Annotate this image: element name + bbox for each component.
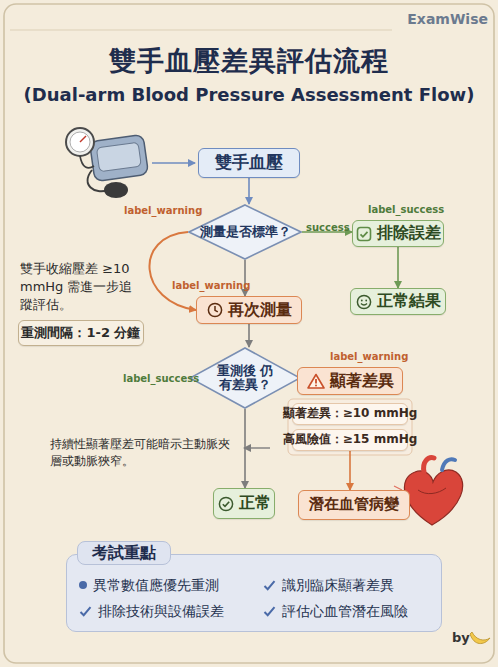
panel-item: 識別臨床顯著差異 xyxy=(263,577,394,593)
panel-item: 異常數值應優先重測 xyxy=(79,577,219,593)
summary-panel: 考試重點異常數值應優先重測識別臨床顯著差異排除技術與設備誤差評估心血管潛在風險 xyxy=(66,554,442,632)
header-rule xyxy=(10,30,392,31)
node-text: 正常結果 xyxy=(377,292,441,310)
panel-item: 評估心血管潛在風險 xyxy=(263,603,408,619)
node-icon xyxy=(356,226,372,242)
panel-heading: 考試重點 xyxy=(77,541,171,565)
node-text: 正常 xyxy=(239,494,271,512)
process-box: 正常 xyxy=(213,488,275,519)
sphygmomanometer-illustration xyxy=(66,128,149,198)
flow-connector xyxy=(244,409,246,488)
note-label: ExamWise xyxy=(396,11,488,29)
node-text: 排除誤差 xyxy=(377,224,441,242)
panel-item-text: 異常數值應優先重測 xyxy=(93,577,219,593)
flow-connector xyxy=(248,178,250,204)
diagram-title: 雙手血壓差異評估流程 xyxy=(0,44,498,78)
decision-text: 重測後 仍有差異？ xyxy=(212,364,278,393)
panel-item-text: 識別臨床顯著差異 xyxy=(282,577,394,593)
bullet-check xyxy=(263,605,276,618)
flow-connector xyxy=(349,451,351,490)
diamond-shape xyxy=(189,205,301,259)
node-icon xyxy=(207,302,223,318)
edge-label: label_warning xyxy=(172,280,250,293)
process-box: 顯著差異：≥10 mmHg xyxy=(292,403,408,425)
panel-item-text: 評估心血管潛在風險 xyxy=(282,603,408,619)
process-box: 再次測量 xyxy=(196,296,302,324)
note-label: 雙手收縮壓差 ≥10 mmHg 需進一步追蹤評估。 xyxy=(20,260,142,315)
node-text: 雙手血壓 xyxy=(215,153,283,173)
leader-arrow xyxy=(244,447,270,448)
bullet-check xyxy=(79,605,92,618)
banana-icon xyxy=(470,632,490,644)
diamond-shape xyxy=(190,348,300,408)
node-text: 重測間隔：1-2 分鐘 xyxy=(21,326,140,341)
node-icon xyxy=(356,294,372,310)
process-box: 排除誤差 xyxy=(352,220,444,247)
note-label: 持續性顯著壓差可能暗示主動脈夾層或動脈狹窄。 xyxy=(50,436,236,470)
flow-connector xyxy=(248,324,250,347)
note-label: by xyxy=(452,630,472,646)
node-text: 高風險值：≥15 mmHg xyxy=(283,433,418,447)
decision-text: 測量是否標準？ xyxy=(195,225,295,240)
illustration-arrow xyxy=(152,162,195,164)
note-label: label_success xyxy=(368,204,458,217)
bullet-dot xyxy=(79,581,87,589)
note-label: label_warning xyxy=(330,351,420,364)
process-box: 雙手血壓 xyxy=(198,148,300,178)
process-box: 高風險值：≥15 mmHg xyxy=(292,429,408,451)
bullet-check xyxy=(263,579,276,592)
process-box: 潛在血管病變 xyxy=(298,490,410,520)
panel-item: 排除技術與設備誤差 xyxy=(79,603,224,619)
decision-diamond: 重測後 仍有差異？ xyxy=(189,347,301,409)
node-icon xyxy=(307,373,325,389)
edge-label: success xyxy=(306,222,350,235)
node-text: 潛在血管病變 xyxy=(309,496,399,513)
panel-item-text: 排除技術與設備誤差 xyxy=(98,603,224,619)
process-box: 顯著差異 xyxy=(297,367,403,395)
flow-connector xyxy=(149,232,196,310)
note-label: (Dual-arm Blood Pressure Assessment Flow… xyxy=(0,84,498,107)
flow-connector xyxy=(397,247,399,288)
process-box: 重測間隔：1-2 分鐘 xyxy=(18,320,144,346)
edge-label: label_warning xyxy=(124,205,202,218)
node-text: 顯著差異：≥10 mmHg xyxy=(283,407,418,421)
note-label: label_success xyxy=(123,373,203,386)
decision-diamond: 測量是否標準？ xyxy=(188,204,302,260)
node-text: 顯著差異 xyxy=(330,372,394,390)
process-box: 正常結果 xyxy=(350,288,446,315)
node-text: 再次測量 xyxy=(228,301,292,319)
node-icon xyxy=(218,496,234,512)
